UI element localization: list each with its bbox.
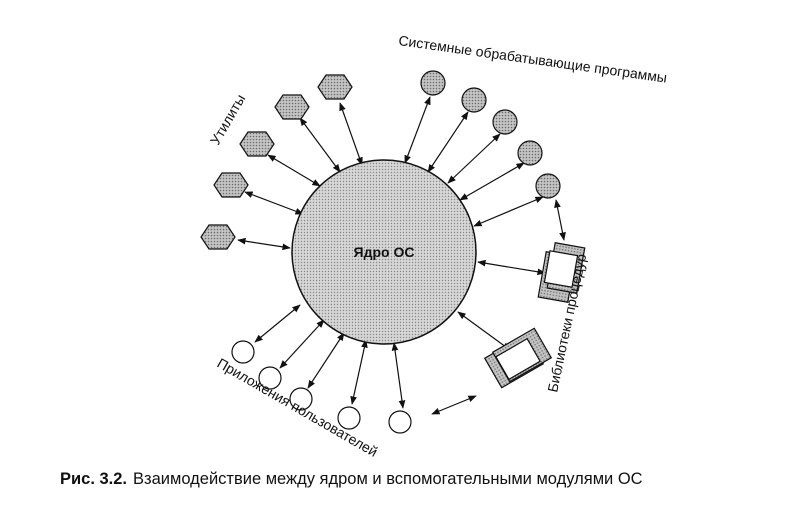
arrow-system-2 — [427, 111, 469, 173]
arrow-library-2 — [457, 311, 511, 351]
arrow-utility-5 — [237, 237, 291, 251]
user-app-circle — [388, 410, 412, 434]
arrow-system-1 — [404, 96, 431, 164]
user-app-modules — [231, 340, 412, 434]
utility-hexagon — [200, 224, 236, 250]
kernel-circle — [291, 159, 477, 345]
kernel-label: Ядро ОС — [354, 244, 415, 260]
system-program-sphere — [517, 140, 543, 166]
arrow-app-3 — [307, 332, 345, 389]
label-user-apps: Приложения пользователей — [215, 355, 381, 460]
arrow-utility-2 — [299, 117, 341, 173]
arrow-system-3 — [447, 133, 501, 184]
library-stack-1 — [537, 242, 586, 303]
utility-modules — [200, 74, 353, 250]
arrow-library-1 — [477, 259, 546, 276]
utility-hexagon — [213, 172, 249, 198]
arrow-app-2 — [279, 319, 325, 369]
utility-hexagon — [274, 94, 310, 120]
system-program-modules — [420, 70, 561, 199]
arrow-app-5 — [391, 342, 406, 409]
arrow-utility-4 — [244, 191, 304, 215]
arrow-system-6 — [554, 199, 566, 241]
library-stack-2 — [483, 327, 553, 389]
system-program-sphere — [535, 173, 561, 199]
arrow-utility-3 — [267, 154, 321, 187]
system-program-sphere — [461, 87, 487, 113]
user-app-circle — [231, 340, 255, 364]
utility-hexagon — [317, 74, 353, 100]
figure-caption-text: Взаимодействие между ядром и вспомогател… — [133, 470, 643, 488]
arrow-app-6 — [431, 395, 477, 415]
user-app-circle — [337, 406, 361, 430]
arrow-app-1 — [254, 304, 301, 343]
system-program-sphere — [492, 109, 518, 135]
arrow-app-4 — [350, 339, 368, 405]
system-program-sphere — [420, 70, 446, 96]
arrow-system-5 — [473, 196, 544, 227]
utility-hexagon — [239, 131, 275, 157]
label-utilities: Утилиты — [207, 91, 249, 147]
figure-caption: Рис. 3.2. Взаимодействие между ядром и вс… — [60, 470, 643, 489]
arrow-system-4 — [459, 162, 525, 201]
connection-arrows — [237, 96, 566, 415]
figure-number: Рис. 3.2. — [60, 470, 128, 488]
user-app-circle — [258, 366, 282, 390]
user-app-circle — [289, 387, 313, 411]
arrow-utility-1 — [339, 102, 363, 166]
